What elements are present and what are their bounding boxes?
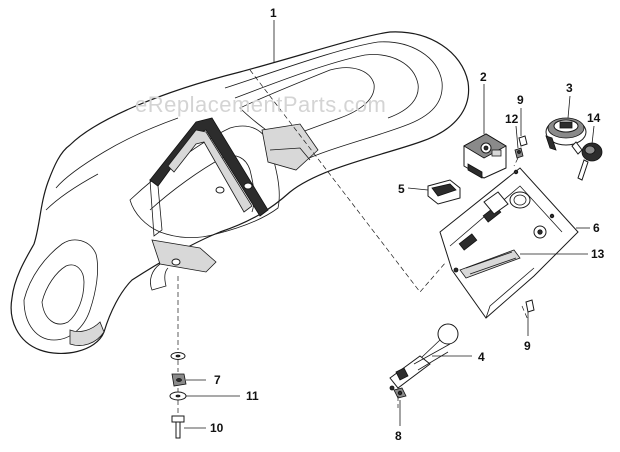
callout-10: 10	[210, 421, 224, 435]
throttle-linkage-part	[389, 323, 459, 391]
callout-7: 7	[214, 373, 221, 387]
small-screw-9-bottom	[525, 299, 535, 313]
callout-6: 6	[593, 221, 600, 235]
washer-11-part	[169, 391, 187, 401]
rocker-switch-part	[427, 179, 461, 205]
callout-2: 2	[480, 70, 487, 84]
callout-9-top: 9	[517, 93, 524, 107]
assembly-lines	[177, 69, 529, 414]
leader-lines	[184, 20, 595, 429]
control-panel-part	[439, 167, 579, 319]
callout-13: 13	[591, 247, 605, 261]
callout-4: 4	[478, 350, 485, 364]
callout-14: 14	[587, 111, 601, 125]
callout-9-bottom: 9	[524, 339, 531, 353]
ignition-switch-part	[545, 117, 587, 155]
watermark-text: eReplacementParts.com	[135, 92, 386, 117]
washer-top-part	[170, 352, 186, 360]
nut-7-part	[171, 373, 187, 387]
knob-part	[577, 142, 603, 181]
callout-11: 11	[246, 389, 259, 403]
small-screw-9-top	[518, 135, 528, 147]
small-screw-12	[514, 147, 524, 159]
callout-5: 5	[398, 182, 405, 196]
callout-8: 8	[395, 429, 402, 443]
callout-labels: 1 2 3 9 12 14 5 6 13 9 4 7 11 10 8	[210, 6, 605, 443]
callout-1: 1	[270, 6, 277, 20]
callout-3: 3	[566, 81, 573, 95]
bolt-10-part	[171, 415, 185, 439]
handle-housing	[10, 31, 470, 354]
callout-12: 12	[505, 112, 519, 126]
label-plate-part	[453, 249, 521, 279]
nut-8-part	[393, 387, 407, 399]
switch-part	[463, 133, 507, 179]
